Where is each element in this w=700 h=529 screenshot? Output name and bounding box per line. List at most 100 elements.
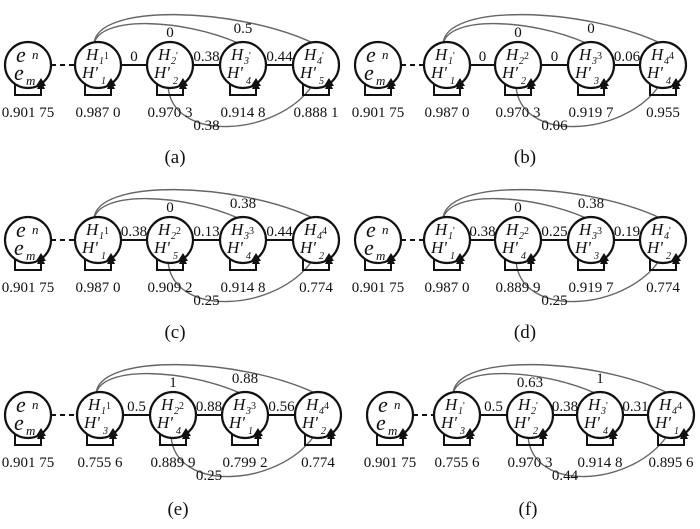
edge-weight-label: 0 — [130, 49, 138, 65]
h-node-3-arrow-icon — [251, 253, 261, 261]
arc-h1-h3-label: 0 — [514, 25, 522, 41]
arc-h2-h4 — [515, 85, 660, 128]
h-node-3-self-loop — [229, 82, 257, 96]
h-node-3-arrow-icon — [253, 428, 263, 436]
node-superscript: 2 — [524, 226, 529, 237]
node-h-label: H — [444, 395, 459, 414]
node-superscript: 4 — [669, 51, 674, 62]
h-node-4-self-loop — [302, 82, 330, 96]
arc-h1-h4 — [93, 13, 314, 45]
node-value: 0.774 — [299, 280, 333, 296]
h-node-2-arrow-icon — [178, 253, 188, 261]
panel-caption: (d) — [514, 322, 536, 343]
node-superscript: ' — [669, 226, 671, 237]
node-hprime-label: H' — [583, 413, 600, 432]
e-node-bottom-sub: m — [388, 423, 397, 438]
arc-h1-h3-label: 1 — [169, 375, 177, 391]
arc-h1-h4 — [93, 188, 314, 220]
arc-h2-h4-label: 0.25 — [193, 293, 219, 309]
h-node-4-arrow-icon — [324, 253, 334, 261]
node-h-label: H — [230, 45, 245, 64]
h-node-2-self-loop — [156, 257, 184, 271]
e-node-value: 0.901 75 — [352, 105, 405, 121]
h-node-1-arrow-icon — [455, 78, 465, 86]
h-node-4-arrow-icon — [324, 78, 334, 86]
node-superscript: 2 — [524, 51, 529, 62]
h-node-3-arrow-icon — [251, 78, 261, 86]
e-node-arrow-icon — [36, 78, 46, 86]
arc-h1-h4-label: 0 — [587, 21, 595, 37]
h-node-2-arrow-icon — [526, 78, 536, 86]
node-superscript: ' — [453, 51, 455, 62]
e-node-top-sup: n — [382, 47, 389, 62]
node-value: 0.889 9 — [496, 280, 541, 296]
node-h-subscript: 3 — [600, 406, 606, 417]
h-node-1-arrow-icon — [108, 428, 118, 436]
h-node-1-arrow-icon — [106, 78, 116, 86]
e-node-value: 0.901 75 — [352, 280, 405, 296]
arc-h1-h3 — [95, 372, 241, 395]
arc-h1-h4 — [442, 188, 661, 220]
h-node-3-arrow-icon — [608, 428, 618, 436]
node-superscript: 4 — [324, 401, 329, 412]
node-superscript: 1 — [104, 51, 109, 62]
e-node-bottom: e — [14, 60, 24, 85]
node-h-subscript: 1 — [448, 56, 453, 67]
e-node-self-loop — [364, 82, 392, 96]
node-hprime-subscript: 1 — [101, 76, 106, 87]
e-node-self-loop — [14, 432, 42, 446]
node-h-label: H — [160, 395, 175, 414]
h-node-3 — [220, 390, 270, 440]
node-h-label: H — [85, 45, 100, 64]
e-node-bottom: e — [14, 235, 24, 260]
node-h-subscript: 1 — [448, 231, 453, 242]
arc-h2-h4 — [167, 85, 313, 128]
node-h-label: H — [650, 220, 665, 239]
node-h-label: H — [578, 45, 593, 64]
panel-caption: (f) — [519, 499, 538, 520]
node-value: 0.987 0 — [76, 105, 121, 121]
e-node-value: 0.901 75 — [2, 455, 55, 471]
node-h-label: H — [232, 395, 247, 414]
node-h-label: H — [85, 220, 100, 239]
node-h-subscript: 2 — [519, 56, 524, 67]
panel-caption: (e) — [167, 499, 188, 520]
node-value: 0.755 6 — [435, 455, 481, 471]
h-node-2 — [145, 40, 195, 90]
node-h-label: H — [303, 45, 318, 64]
node-value: 0.919 7 — [569, 280, 615, 296]
edge-weight-label: 0.38 — [193, 49, 219, 65]
h-node-4 — [638, 215, 688, 265]
node-value: 0.914 8 — [221, 105, 266, 121]
node-h-label: H — [230, 220, 245, 239]
h-node-3 — [566, 215, 616, 265]
h-node-1-self-loop — [433, 257, 461, 271]
node-hprime-label: H' — [430, 238, 447, 257]
node-value: 0.895 6 — [649, 455, 695, 471]
arc-h1-h4 — [442, 13, 661, 45]
h-node-2-self-loop — [156, 82, 184, 96]
edge-weight-label: 0.88 — [196, 399, 222, 415]
node-value: 0.889 9 — [151, 455, 196, 471]
node-value: 0.970 3 — [508, 455, 553, 471]
h-node-1 — [432, 390, 482, 440]
e-node-bottom-sub: m — [26, 423, 35, 438]
e-node-value: 0.901 75 — [364, 455, 417, 471]
arc-h1-h4-label: 0.5 — [234, 21, 253, 37]
node-hprime-label: H' — [301, 413, 318, 432]
e-node-bottom-sub: m — [26, 248, 35, 263]
node-hprime-label: H' — [83, 413, 100, 432]
edge-weight-label: 0.56 — [268, 399, 295, 415]
h-node-4 — [291, 215, 341, 265]
e-node-arrow-icon — [398, 428, 408, 436]
h-node-2 — [145, 215, 195, 265]
node-hprime-label: H' — [501, 238, 518, 257]
node-h-subscript: 1 — [99, 231, 104, 242]
h-node-1-arrow-icon — [455, 253, 465, 261]
arc-h1-h4-label: 0.88 — [232, 371, 258, 387]
node-h-label: H — [505, 220, 520, 239]
node-h-subscript: 4 — [317, 231, 322, 242]
e-node-top-sup: n — [382, 222, 389, 237]
edge-weight-label: 0.31 — [622, 399, 648, 415]
